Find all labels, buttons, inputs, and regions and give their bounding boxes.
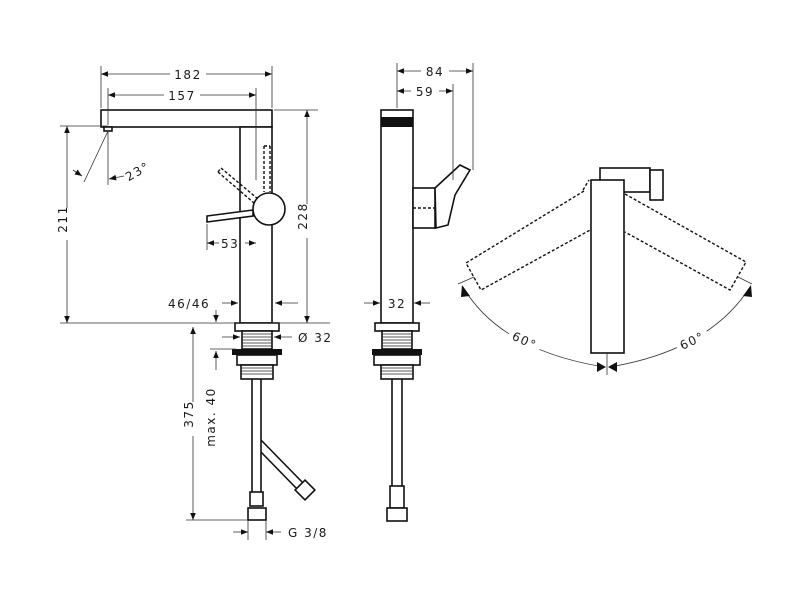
supply-hose-side (391, 379, 403, 503)
dim-lever: 53 (221, 237, 239, 251)
lever-vertical-dashed (263, 145, 271, 192)
lever-side (434, 164, 472, 230)
mounting-plate (232, 349, 282, 355)
dim-angle-23: 23° (123, 159, 152, 184)
spout-swivel-left-dashed (465, 190, 593, 291)
mounting-nut (236, 354, 278, 366)
spout (100, 109, 273, 128)
hose-sleeve (249, 491, 264, 507)
dim-angle-right: 60° (678, 329, 707, 353)
lever-knob (252, 192, 286, 226)
faucet-body-side (380, 109, 414, 324)
dim-angle-left: 60° (510, 329, 539, 353)
spout-cap (381, 117, 413, 127)
top-view: 60° 60° (457, 167, 753, 375)
dim-spout-total: 182 (174, 68, 201, 82)
dim-hose-length: 375 (182, 400, 196, 427)
front-view: 182 157 23° 211 228 53 46/46 Ø 32 (56, 66, 333, 540)
connection-nut (247, 507, 267, 521)
supply-hose (251, 379, 262, 497)
dim-spout-height: 211 (56, 205, 70, 232)
diagonal-hose (260, 439, 306, 491)
dim-body-width-side: 32 (388, 297, 406, 311)
dim-depth-total: 84 (426, 65, 444, 79)
lever (206, 209, 254, 223)
thread (241, 330, 273, 350)
dim-body-width: 46/46 (168, 297, 210, 311)
dim-total-height: 228 (296, 202, 310, 229)
dim-thread-diameter: Ø 32 (298, 331, 333, 345)
dim-max-thickness: max. 40 (204, 387, 218, 447)
dim-depth-lever: 59 (416, 85, 434, 99)
spout-swivel-right-dashed (624, 193, 747, 291)
side-view: 84 59 32 (364, 63, 474, 522)
base-ring (234, 322, 280, 332)
dim-connection: G 3/8 (288, 526, 328, 540)
lever-raised-dashed (217, 167, 259, 204)
lower-thread (240, 364, 274, 380)
spout-top (590, 179, 625, 354)
aerator (103, 126, 113, 132)
diagonal-hose-nut (293, 478, 317, 502)
dim-spout-reach: 157 (168, 89, 195, 103)
